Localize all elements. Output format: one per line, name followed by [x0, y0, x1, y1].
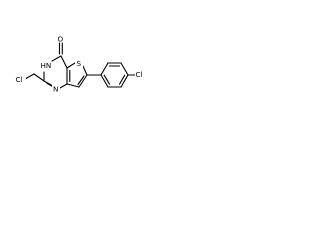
bond-ar3-ar4	[120, 62, 129, 76]
bond-s-c6	[82, 65, 88, 76]
atom-sulfur: S	[77, 59, 82, 68]
bond-set	[24, 42, 136, 89]
bond-c4-n3	[51, 55, 62, 62]
bond-c4a-c4	[60, 55, 68, 69]
molecule-structure: O HN S N Cl Cl	[15, 35, 146, 94]
bond-c2-n1	[43, 80, 53, 87]
atom-aryl-cl: Cl	[136, 70, 143, 79]
atom-nh: HN	[41, 61, 52, 70]
bond-ar6-ar1-double	[103, 74, 111, 85]
atom-nitrogen: N	[53, 85, 58, 94]
bond-c2-n1-double	[46, 82, 54, 88]
bond-c6-c7	[78, 74, 88, 88]
bond-ch2-cl	[24, 73, 35, 80]
bond-c4a-s	[66, 62, 76, 69]
bond-c2-ch2	[33, 73, 45, 82]
atom-chloromethyl-cl: Cl	[16, 75, 23, 84]
bond-ar4-ar5-double	[118, 74, 126, 85]
bond-ar6-ar1	[100, 74, 109, 88]
atom-labels: O HN S N Cl Cl	[15, 35, 146, 94]
bond-ar1-ar2	[100, 62, 109, 76]
bond-c7-c7a	[66, 83, 80, 88]
bond-ar4-ar5	[120, 74, 129, 88]
bond-c6-c7-double	[77, 75, 85, 86]
bond-n1-c7a	[59, 83, 68, 89]
atom-oxygen: O	[58, 35, 64, 44]
